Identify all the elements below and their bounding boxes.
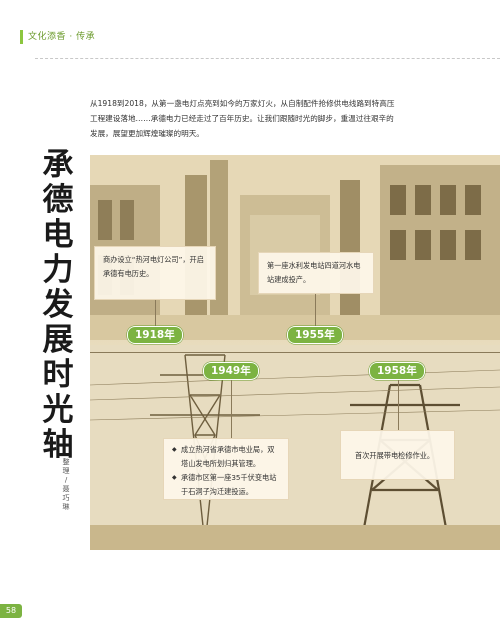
intro-paragraph: 从1918到2018，从第一盏电灯点亮到如今的万家灯火，从自制配件抢修供电线路到…: [90, 99, 395, 138]
page-number: 58: [0, 604, 22, 618]
list-item: 成立热河省承德市电业局，双塔山发电所划归其管理。: [172, 443, 280, 471]
year-badge-1958: 1958年: [369, 362, 425, 380]
year-badge-1918: 1918年: [127, 326, 183, 344]
top-divider: [35, 58, 500, 59]
card-1949: 成立热河省承德市电业局，双塔山发电所划归其管理。 承德市区第一座35千伏变电站于…: [163, 438, 289, 500]
connector-1958: [398, 380, 399, 430]
title-char: 力: [42, 252, 74, 288]
title-char: 轴: [42, 427, 74, 463]
section-label: 文化添香 · 传承: [28, 32, 96, 42]
author-char: 整: [62, 458, 70, 466]
author-credit: 整 理 / 聂 巧 琳: [60, 458, 72, 512]
title-char: 时: [42, 357, 74, 393]
author-char: 琳: [62, 503, 70, 511]
card-1955: 第一座水利发电站四道河水电站建成投产。: [258, 252, 374, 294]
connector-1955: [315, 294, 316, 326]
author-char: 巧: [62, 494, 70, 502]
author-char: 聂: [62, 485, 70, 493]
title-char: 电: [42, 217, 74, 253]
title-char: 展: [42, 322, 74, 358]
connector-1949: [231, 380, 232, 438]
page-title: 承 德 电 力 发 展 时 光 轴: [38, 148, 78, 463]
title-char: 光: [42, 392, 74, 428]
title-char: 发: [42, 287, 74, 323]
card-1918: 商办设立“热河电灯公司”，开启承德有电历史。: [94, 246, 216, 300]
timeline-axis: [90, 352, 500, 353]
event-text-1958: 首次开展带电检修作业。: [355, 451, 435, 460]
author-char: /: [64, 476, 68, 484]
year-badge-1955: 1955年: [287, 326, 343, 344]
event-list-1949: 成立热河省承德市电业局，双塔山发电所划归其管理。 承德市区第一座35千伏变电站于…: [172, 443, 280, 499]
card-1958: 首次开展带电检修作业。: [340, 430, 455, 480]
event-text-1955: 第一座水利发电站四道河水电站建成投产。: [267, 261, 361, 284]
title-char: 德: [42, 182, 74, 218]
author-char: 理: [62, 467, 70, 475]
section-marker: [20, 30, 23, 44]
title-char: 承: [42, 147, 74, 183]
year-badge-1949: 1949年: [203, 362, 259, 380]
list-item: 承德市区第一座35千伏变电站于石洞子沟迁建投运。: [172, 471, 280, 499]
event-text-1918: 商办设立“热河电灯公司”，开启承德有电历史。: [103, 255, 204, 278]
connector-1918: [155, 300, 156, 326]
